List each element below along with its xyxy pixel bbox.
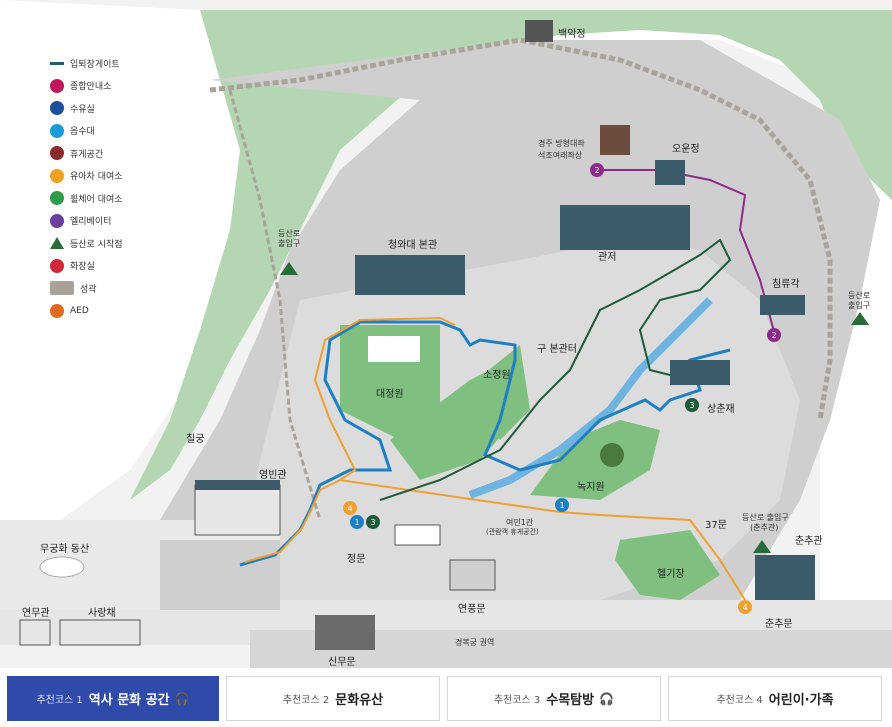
place-label: 무궁화 동산 — [40, 544, 90, 555]
legend-item: AED — [50, 300, 170, 323]
legend-item: 등산로 시작점 — [50, 232, 170, 255]
place-label: 등산로 — [848, 291, 871, 300]
headphones-icon: 🎧 — [599, 691, 615, 706]
place-label: 경복궁 권역 — [455, 638, 495, 647]
trailhead-icon — [50, 237, 64, 250]
place-label: 대정원 — [376, 389, 404, 400]
place-label: 상춘재 — [707, 404, 735, 415]
course-tabs: 추천코스 1 역사 문화 공간 🎧 추천코스 2 문화유산 추천코스 3 수목탐… — [0, 672, 892, 727]
course-marker: 2 — [594, 166, 599, 175]
legend-item: 수유실 — [50, 97, 170, 120]
place-label: 사랑채 — [88, 608, 116, 619]
restroom-icon — [50, 258, 64, 273]
rest-area-icon — [50, 146, 64, 161]
place-label: 관저 — [598, 252, 617, 263]
headphones-icon: 🎧 — [174, 691, 190, 706]
place-label: 등산로 — [278, 229, 301, 238]
drinking-water-icon — [50, 123, 64, 138]
course-marker: 3 — [689, 401, 694, 410]
place-label: 백악정 — [558, 29, 586, 40]
tab-title: 역사 문화 공간 — [88, 693, 170, 708]
legend-label: 등산로 시작점 — [70, 239, 123, 250]
place-label: 구 본관터 — [537, 344, 577, 355]
elevator-icon — [50, 213, 64, 228]
place-label: 출입구 — [848, 301, 871, 310]
legend-label: 성곽 — [80, 284, 97, 295]
place-label: 칠궁 — [186, 434, 205, 445]
legend-item: 엘리베이터 — [50, 210, 170, 233]
place-label: 춘추문 — [765, 619, 793, 630]
tab-sub-label: 추천코스 1 — [36, 695, 83, 706]
legend-label: 유아차 대여소 — [70, 172, 123, 183]
legend-label: 수유실 — [70, 104, 95, 115]
legend-item: 음수대 — [50, 120, 170, 143]
tab-sub-label: 추천코스 3 — [493, 695, 541, 706]
info-icon — [50, 78, 64, 93]
legend-label: 종합안내소 — [70, 82, 112, 93]
place-label: 춘추관 — [795, 536, 823, 547]
place-label: 연풍문 — [458, 604, 486, 615]
legend-item: 유아차 대여소 — [50, 165, 170, 188]
place-label: 석조여래좌상 — [538, 151, 583, 160]
place-label: 여민1관 — [506, 518, 534, 527]
campus-map-svg: 1 3 4 1 2 2 3 4 — [0, 0, 892, 668]
aed-icon — [50, 303, 64, 318]
tab-course-2[interactable]: 추천코스 2 문화유산 — [226, 676, 440, 721]
legend-label: AED — [70, 305, 89, 316]
stroller-icon — [50, 168, 64, 183]
wheelchair-icon — [50, 191, 64, 206]
place-label: 37문 — [705, 520, 727, 531]
place-label: 출입구 — [278, 239, 301, 248]
legend-label: 화장실 — [70, 262, 95, 273]
place-label: 소정원 — [483, 370, 511, 381]
legend-item: 화장실 — [50, 255, 170, 278]
course-marker: 2 — [771, 331, 776, 340]
place-label: 신무문 — [328, 657, 356, 668]
course-marker: 4 — [742, 603, 747, 612]
water-fountain-icon — [50, 101, 64, 116]
legend-item: 입퇴장게이트 — [50, 52, 170, 75]
place-label: 헬기장 — [657, 569, 685, 580]
tab-sub-label: 추천코스 4 — [716, 695, 763, 706]
tab-title: 문화유산 — [335, 693, 384, 708]
legend-item: 종합안내소 — [50, 75, 170, 98]
legend-label: 음수대 — [70, 127, 95, 138]
gate-line-icon — [50, 61, 64, 65]
legend-label: 입퇴장게이트 — [70, 59, 120, 70]
tab-title: 어린이·가족 — [768, 693, 834, 708]
tab-course-3[interactable]: 추천코스 3 수목탐방 🎧 — [447, 676, 661, 721]
legend-label: 휴게공간 — [70, 149, 104, 160]
place-label: (춘추관) — [750, 523, 779, 532]
place-label: 영빈관 — [259, 470, 287, 481]
course-marker: 3 — [370, 518, 375, 527]
place-label: 등산로 출입구 — [742, 513, 789, 522]
place-label: (관람객 휴게공간) — [486, 528, 539, 536]
tab-course-1[interactable]: 추천코스 1 역사 문화 공간 🎧 — [7, 676, 219, 721]
place-label: 경주 방형대좌 — [538, 139, 585, 148]
place-label: 침류각 — [772, 279, 800, 290]
legend-item: 휠체어 대여소 — [50, 187, 170, 210]
place-label: 녹지원 — [577, 482, 605, 493]
tab-sub-label: 추천코스 2 — [282, 695, 330, 706]
course-marker: 4 — [347, 504, 352, 513]
legend-label: 휠체어 대여소 — [70, 194, 123, 205]
legend-item: 성곽 — [50, 277, 170, 300]
tab-title: 수목탐방 — [546, 693, 595, 708]
fortress-wall-icon — [50, 281, 74, 296]
tab-course-4[interactable]: 추천코스 4 어린이·가족 — [668, 676, 882, 721]
legend-item: 휴게공간 — [50, 142, 170, 165]
place-label: 정문 — [347, 554, 366, 565]
course-marker: 1 — [559, 501, 564, 510]
legend-label: 엘리베이터 — [70, 217, 112, 228]
course-marker: 1 — [354, 518, 359, 527]
place-label: 청와대 본관 — [388, 240, 438, 251]
place-label: 연무관 — [22, 608, 50, 619]
place-label: 오운정 — [672, 144, 700, 155]
